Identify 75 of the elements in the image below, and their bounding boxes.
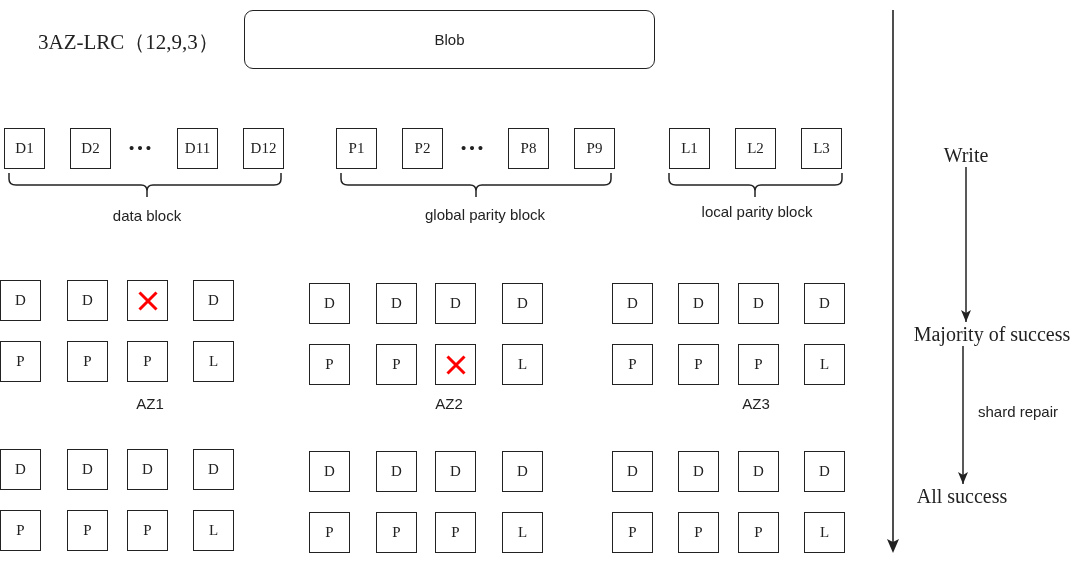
- zone-label: AZ2: [435, 395, 463, 413]
- block-box: D: [0, 449, 41, 490]
- block-box: P: [376, 512, 417, 553]
- block-box: D: [435, 283, 476, 324]
- block-box: P: [738, 512, 779, 553]
- block-box: L3: [801, 128, 842, 169]
- block-box: P: [127, 510, 168, 551]
- block-box: D: [804, 451, 845, 492]
- block-box: P: [0, 341, 41, 382]
- block-box: D: [309, 451, 350, 492]
- block-box: D: [804, 283, 845, 324]
- stage-label: Majority of success: [913, 323, 1071, 345]
- block-box: D: [376, 283, 417, 324]
- zone-label: AZ3: [742, 395, 770, 413]
- block-box: P: [309, 512, 350, 553]
- block-box: P2: [402, 128, 443, 169]
- block-box: P: [612, 512, 653, 553]
- block-box: P: [678, 344, 719, 385]
- block-box: D: [435, 451, 476, 492]
- ellipsis-text: …: [127, 128, 153, 154]
- block-box: P: [612, 344, 653, 385]
- block-box: L: [193, 341, 234, 382]
- block-box: P: [435, 512, 476, 553]
- block-box: L2: [735, 128, 776, 169]
- block-box: D: [502, 283, 543, 324]
- block-box: P: [67, 510, 108, 551]
- block-box: L1: [669, 128, 710, 169]
- brace-label: global parity block: [424, 206, 546, 224]
- block-box: P: [738, 344, 779, 385]
- block-box: P: [309, 344, 350, 385]
- stage-label: Write: [943, 144, 989, 166]
- block-box: D: [738, 283, 779, 324]
- edge-label: shard repair: [977, 403, 1060, 421]
- block-box: [127, 280, 168, 321]
- block-box: D: [193, 280, 234, 321]
- block-box: D: [612, 283, 653, 324]
- arrow: [958, 345, 968, 485]
- block-box: P: [127, 341, 168, 382]
- zone-label: AZ1: [136, 395, 164, 413]
- arrow: [961, 166, 971, 323]
- block-box: L: [502, 512, 543, 553]
- block-box: D: [67, 280, 108, 321]
- stage-label: All success: [916, 485, 1008, 507]
- block-box: D: [0, 280, 41, 321]
- block-box: P: [678, 512, 719, 553]
- block-box: D11: [177, 128, 218, 169]
- block-box: D: [612, 451, 653, 492]
- brace-label: local parity block: [701, 203, 813, 221]
- brace-label: data block: [112, 207, 182, 225]
- block-box: D: [678, 283, 719, 324]
- block-box: P9: [574, 128, 615, 169]
- block-box: P: [0, 510, 41, 551]
- block-box: P8: [508, 128, 549, 169]
- block-box: D: [309, 283, 350, 324]
- block-box: D1: [4, 128, 45, 169]
- block-box: D: [376, 451, 417, 492]
- block-box: D: [127, 449, 168, 490]
- block-box: L: [804, 512, 845, 553]
- block-box: D12: [243, 128, 284, 169]
- blob-box: Blob: [244, 10, 655, 69]
- block-box: D: [502, 451, 543, 492]
- block-box: P: [67, 341, 108, 382]
- block-box: [435, 344, 476, 385]
- block-box: L: [193, 510, 234, 551]
- ellipsis-text: …: [459, 128, 485, 154]
- block-box: D: [738, 451, 779, 492]
- block-box: L: [804, 344, 845, 385]
- block-box: D: [193, 449, 234, 490]
- block-box: P1: [336, 128, 377, 169]
- block-box: D: [67, 449, 108, 490]
- block-box: D: [678, 451, 719, 492]
- block-box: D2: [70, 128, 111, 169]
- block-box: L: [502, 344, 543, 385]
- block-box: P: [376, 344, 417, 385]
- diagram-title: 3AZ-LRC（12,9,3）: [38, 30, 219, 54]
